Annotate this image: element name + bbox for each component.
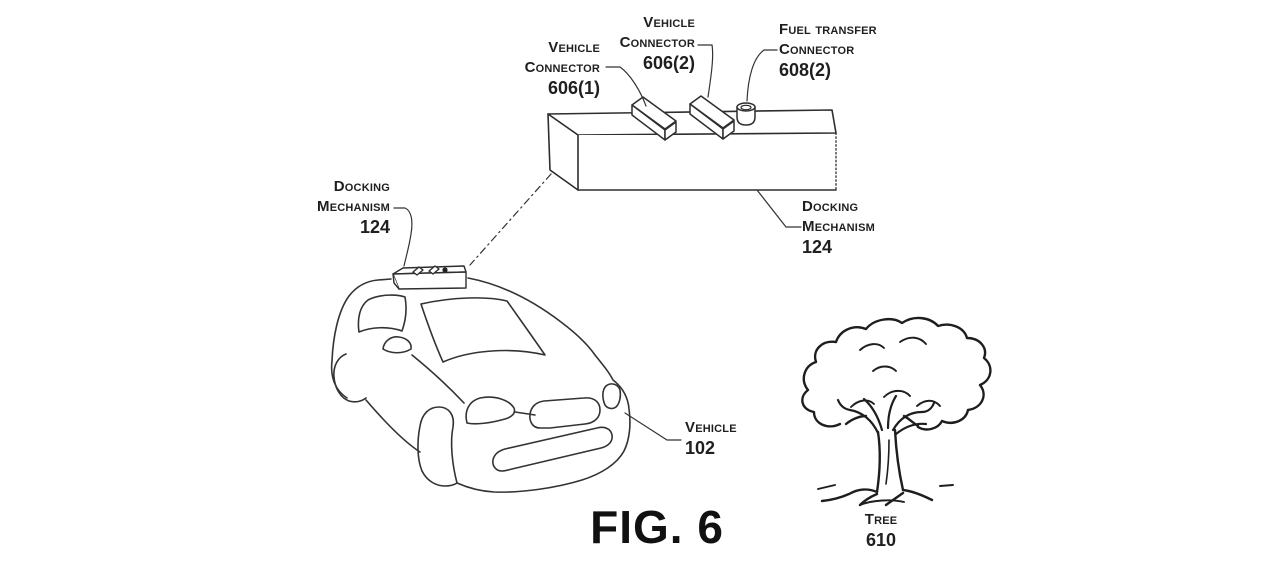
callout-text: Tree: [864, 511, 898, 528]
vehicle-connector-2-drawing: [689, 95, 735, 140]
roof-docking-mechanism-drawing: [392, 265, 467, 290]
dashed-association-line: [469, 173, 552, 266]
leader-vehicle: [624, 412, 682, 441]
callout-text: Connector: [619, 34, 695, 51]
leader-vehicle-connector-1: [605, 66, 647, 107]
docking-mechanism-drawing: [547, 109, 837, 191]
callout-vehicle: Vehicle 102: [685, 418, 737, 459]
reference-numeral: 608(2): [779, 60, 832, 80]
reference-numeral: 606(1): [547, 78, 600, 98]
callout-docking-mechanism-right: Docking Mechanism 124: [802, 197, 875, 258]
callout-text: Docking: [333, 178, 390, 195]
vehicle-connector-1-drawing: [631, 96, 677, 141]
callout-text: Mechanism: [317, 198, 390, 215]
vehicle-drawing: [330, 277, 631, 493]
tree-drawing: [801, 316, 992, 507]
callout-text: Vehicle: [643, 14, 695, 31]
callout-tree: Tree 610: [821, 510, 941, 551]
callout-fuel-transfer-connector: Fuel transfer Connector 608(2): [779, 20, 877, 81]
reference-numeral: 102: [685, 438, 716, 458]
leader-docking-mechanism-left: [393, 207, 413, 267]
leader-vehicle-connector-2: [697, 44, 714, 98]
callout-text: Vehicle: [685, 419, 737, 436]
callout-vehicle-connector-2: Vehicle Connector 606(2): [620, 13, 695, 74]
leader-docking-mechanism-right: [756, 189, 802, 228]
leader-fuel-transfer-connector: [746, 49, 778, 102]
callout-text: Docking: [802, 198, 859, 215]
callout-docking-mechanism-left: Docking Mechanism 124: [317, 177, 390, 238]
leader-lines: [393, 44, 802, 441]
callout-text: Vehicle: [548, 39, 600, 56]
callout-text: Connector: [779, 41, 855, 58]
callout-text: Connector: [524, 59, 600, 76]
callout-text: Fuel transfer: [779, 21, 877, 38]
reference-numeral: 610: [865, 530, 897, 550]
fuel-transfer-connector-drawing: [736, 102, 756, 126]
callout-vehicle-connector-1: Vehicle Connector 606(1): [525, 38, 600, 99]
callout-text: Mechanism: [802, 218, 875, 235]
reference-numeral: 124: [359, 217, 390, 237]
figure-caption: FIG. 6: [590, 501, 724, 553]
reference-numeral: 124: [802, 237, 833, 257]
reference-numeral: 606(2): [642, 53, 695, 73]
